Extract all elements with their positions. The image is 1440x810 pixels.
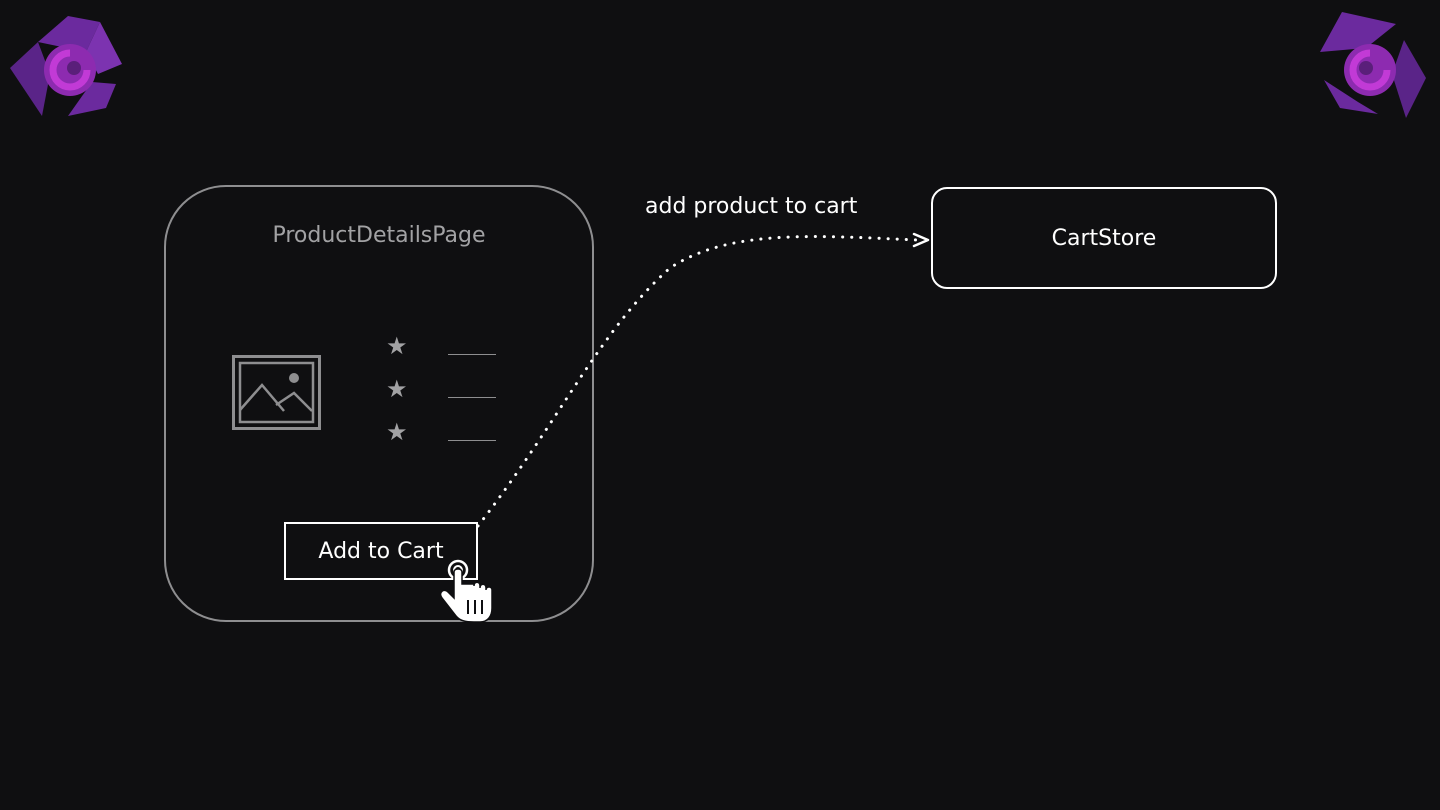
spec-line: [448, 440, 496, 441]
star-icon: ★: [386, 418, 408, 446]
product-details-page-title: ProductDetailsPage: [272, 223, 486, 248]
spec-list: ★ ★ ★: [386, 329, 506, 458]
add-to-cart-button[interactable]: Add to Cart: [284, 522, 478, 580]
star-icon: ★: [386, 375, 408, 403]
spec-row: ★: [386, 415, 506, 458]
dragon-logo-icon: [10, 16, 122, 116]
star-icon: ★: [386, 332, 408, 360]
spec-line: [448, 397, 496, 398]
connector-label: add product to cart: [645, 194, 858, 219]
product-details-page-box: ProductDetailsPage ★ ★ ★ Add to Cart: [164, 185, 594, 622]
spec-line: [448, 354, 496, 355]
image-placeholder-icon: [232, 355, 321, 430]
spec-row: ★: [386, 329, 506, 372]
cart-store-box: CartStore: [931, 187, 1277, 289]
cart-store-label: CartStore: [1051, 225, 1157, 251]
dragon-logo-icon: [1320, 12, 1426, 118]
spec-row: ★: [386, 372, 506, 415]
hand-pointer-icon: [439, 559, 493, 623]
